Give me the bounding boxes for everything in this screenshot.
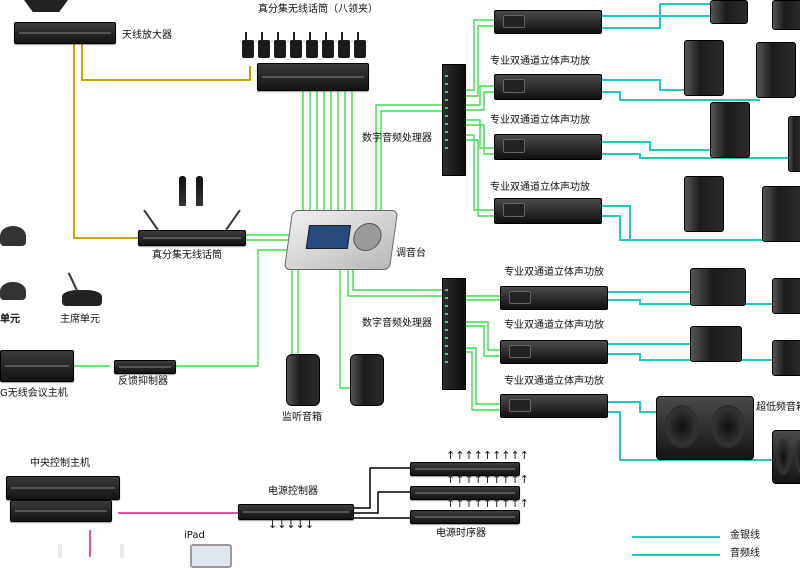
conf-host-label: G无线会议主机 (0, 388, 68, 399)
true-div-8-label: 真分集无线话筒（八领夹） (258, 4, 378, 15)
dsp-bottom[interactable] (442, 278, 466, 390)
delegate-mic-icon (0, 226, 26, 246)
amp-2-label: 专业双通道立体声功放 (490, 56, 590, 67)
subwoofer-label: 超低频音箱 (756, 402, 800, 413)
amp-6-label: 专业双通道立体声功放 (504, 320, 604, 331)
speaker-cabinet[interactable] (684, 176, 724, 232)
central-ctrl-label: 中央控制主机 (30, 458, 90, 469)
antenna-paddle-icon (24, 0, 68, 12)
chair-unit-label: 主席单元 (60, 314, 100, 325)
feedback-suppressor[interactable] (114, 360, 176, 374)
audio-wires (24, 19, 500, 411)
amplifier-4[interactable] (494, 198, 602, 224)
feedback-label: 反馈抑制器 (118, 376, 168, 387)
amp-4-label: 专业双通道立体声功放 (490, 182, 590, 193)
bodypack-transmitters (240, 32, 370, 58)
router-antenna-icon (58, 544, 62, 558)
handheld-mic-icon (179, 176, 186, 206)
delegate-mic-icon (0, 282, 26, 300)
monitor-label: 监听音箱 (282, 412, 322, 423)
power-ctrl-label: 电源控制器 (268, 486, 318, 497)
power-sequencer-1[interactable] (410, 462, 520, 476)
central-control-io[interactable] (10, 500, 112, 522)
subwoofer[interactable] (656, 396, 754, 460)
power-seq-arrows-icon: ↑↑↑↑↑↑↑↑↑ (446, 473, 529, 486)
subwoofer[interactable] (772, 430, 800, 484)
handheld-receiver[interactable] (138, 230, 246, 246)
amplifier-5[interactable] (500, 286, 608, 310)
true-div-hand-label: 真分集无线话筒 (152, 250, 222, 261)
mixer-label: 调音台 (396, 248, 426, 259)
antenna-amplifier[interactable] (14, 22, 116, 44)
wedge-monitor[interactable] (772, 278, 800, 314)
amp-3-label: 专业双通道立体声功放 (490, 115, 590, 126)
conference-host[interactable] (0, 350, 74, 382)
wedge-monitor[interactable] (690, 268, 746, 306)
legend-swatch-1 (632, 536, 720, 538)
power-seq-label: 电源时序器 (436, 528, 486, 539)
speaker-cabinet[interactable] (756, 42, 796, 98)
amplifier-3[interactable] (494, 134, 602, 160)
speaker-cabinet[interactable] (710, 102, 750, 158)
dsp-top[interactable] (442, 64, 466, 176)
speaker-cabinet[interactable] (710, 0, 748, 24)
wedge-monitor[interactable] (772, 340, 800, 376)
router-antenna-icon (120, 544, 124, 558)
amplifier-2[interactable] (494, 74, 602, 100)
handheld-mic-icon (196, 176, 203, 206)
antenna-wires (73, 44, 251, 239)
amplifier-1[interactable] (494, 10, 602, 34)
power-arrows-icon: ↓↓↓↓↓ (268, 518, 315, 531)
chair-mic-icon (62, 290, 102, 306)
power-sequencer-3[interactable] (410, 510, 520, 524)
monitor-speaker[interactable] (286, 354, 320, 406)
legend-label-1: 金银线 (730, 530, 760, 541)
speaker-cabinet[interactable] (684, 40, 724, 96)
legend-swatch-2 (632, 554, 720, 556)
power-controller[interactable] (238, 504, 354, 520)
monitor-speaker[interactable] (350, 354, 384, 406)
central-control-host[interactable] (6, 476, 120, 500)
antenna-amp-label: 天线放大器 (122, 30, 172, 41)
ipad-label: iPad (184, 530, 205, 541)
amplifier-7[interactable] (500, 394, 608, 418)
power-seq-arrows-icon: ↑↑↑↑↑↑↑↑↑ (446, 449, 529, 462)
speaker-cabinet[interactable] (788, 116, 800, 172)
dsp-bottom-label: 数字音频处理器 (362, 318, 432, 329)
power-seq-arrows-icon: ↑↑↑↑↑↑↑↑↑ (446, 497, 529, 510)
mixing-console[interactable] (283, 210, 399, 270)
speaker-cabinet[interactable] (762, 186, 800, 242)
legend-label-2: 音频线 (730, 548, 760, 559)
ipad-icon[interactable] (190, 544, 232, 568)
power-wires (352, 467, 410, 519)
lavalier-receiver[interactable] (257, 63, 369, 91)
wedge-monitor[interactable] (690, 326, 742, 362)
delegate-unit-label: 单元 (0, 314, 20, 325)
amp-7-label: 专业双通道立体声功放 (504, 376, 604, 387)
dsp-top-label: 数字音频处理器 (362, 133, 432, 144)
power-sequencer-2[interactable] (410, 486, 520, 500)
amplifier-6[interactable] (500, 340, 608, 364)
speaker-cabinet[interactable] (772, 0, 800, 30)
amp-5-label: 专业双通道立体声功放 (504, 267, 604, 278)
